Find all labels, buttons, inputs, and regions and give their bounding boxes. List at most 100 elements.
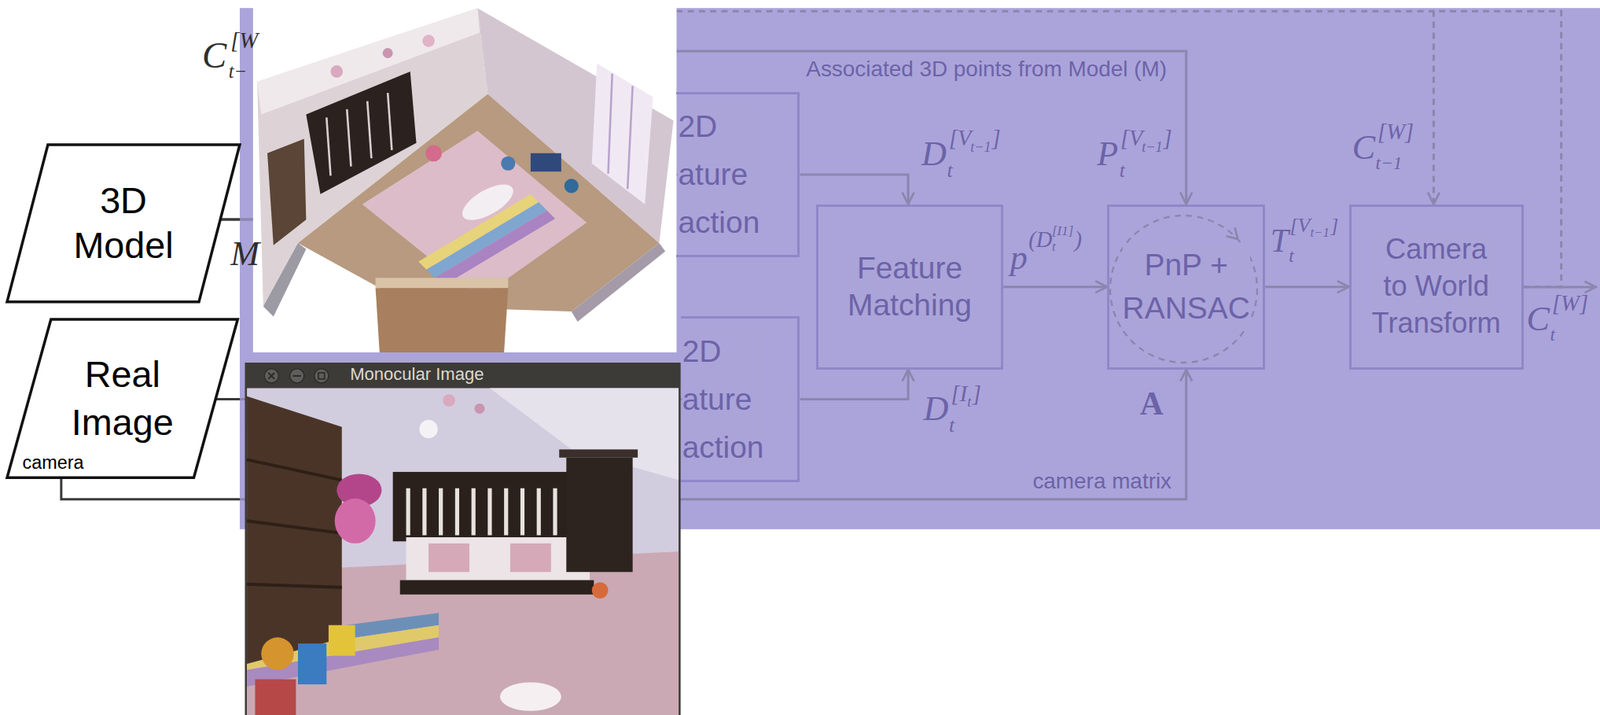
window-minimize-mark (292, 375, 301, 377)
label-slot: t−1 (1309, 226, 1330, 240)
toy-table (530, 153, 562, 172)
parallelogram-outline (7, 144, 240, 302)
label-slot: [I1] (1051, 224, 1074, 239)
parallelogram-shape (7, 319, 238, 478)
process-box: Camera to World Transform (1349, 204, 1524, 370)
label-slot: t−1 (1375, 154, 1402, 173)
label-slot: ] (972, 382, 982, 406)
photo-crib-slat (487, 488, 492, 536)
curtain-fold (627, 85, 633, 189)
window-close-mark (268, 372, 275, 379)
wall-decal (330, 65, 343, 78)
math-symbol: t (967, 393, 972, 410)
label-slot: ) (1074, 228, 1083, 252)
math-symbol: (D (1028, 227, 1052, 252)
input-parallelogram: Real Imagecamera (7, 319, 238, 478)
label-slot: C (1352, 130, 1376, 166)
node-label: PnP + RANSAC (1122, 243, 1251, 330)
photo-drawer-line (246, 459, 343, 480)
edge-label-slot: Associated 3D points from Model (M) (805, 58, 1167, 81)
math-symbol: t−1 (970, 139, 991, 155)
photo-crib-slat (503, 488, 508, 536)
math-symbol: [V (1289, 213, 1310, 237)
math-symbol: C (1526, 299, 1550, 339)
photo-bedding (406, 537, 591, 581)
text-slot: 2D ature action (682, 327, 765, 471)
text-slot: camera (22, 452, 85, 474)
math-symbol: [V (1120, 125, 1144, 151)
math-symbol: ] (1163, 125, 1173, 151)
math-symbol: ) (1074, 227, 1083, 252)
node-note: camera (22, 452, 85, 474)
math-symbol: [W] (1552, 290, 1589, 316)
window-frame (244, 362, 681, 715)
math-symbol: t− (228, 60, 247, 82)
label-slot: D (921, 136, 947, 172)
label-slot: D (923, 391, 949, 427)
render-ground (253, 3, 677, 353)
window-minimize-button (290, 368, 305, 383)
photo-crib-slat (406, 488, 411, 536)
photo-crib-slat (520, 488, 525, 536)
label-slot: t (948, 415, 955, 436)
label-slot: t (946, 160, 953, 181)
photo-rug-bunny (500, 681, 562, 710)
math-symbol: P (1096, 134, 1119, 173)
label-slot: [W] (1552, 292, 1589, 316)
label-slot: t (967, 394, 972, 409)
math-symbol: t−1 (1141, 139, 1163, 155)
rug-bunny (456, 176, 519, 227)
math-symbol: t−1 (1309, 224, 1330, 240)
front-left-wall (263, 242, 307, 317)
process-box: Feature Matching (816, 204, 1004, 370)
photo-crib-slat (471, 488, 476, 536)
math-symbol: [W] (1377, 119, 1414, 144)
process-box: PnP + RANSAC (1107, 204, 1266, 370)
photo-crib-slat (537, 488, 541, 536)
label-slot: [V (948, 127, 972, 151)
window-title: Monocular Image (349, 364, 484, 384)
photo-toy (261, 636, 295, 670)
math-symbol: t (948, 413, 955, 437)
label-slot: t−1 (970, 139, 991, 155)
photo-mobile (419, 419, 438, 438)
toy (425, 144, 442, 162)
photo-bedding-patch (428, 543, 470, 572)
node-label: 2D ature action (682, 327, 765, 471)
photo-toy (297, 643, 327, 685)
label-slot: ] (1163, 127, 1173, 151)
curtain (592, 63, 654, 205)
math-symbol: t (1119, 158, 1126, 182)
node-label: 2D ature action (677, 102, 760, 247)
math-symbol: t (1549, 323, 1556, 345)
math-symbol: t−1 (1375, 152, 1402, 173)
text-slot: 3D Model (73, 178, 173, 269)
math-symbol: [I (951, 381, 968, 406)
wall-decal (382, 47, 394, 59)
front-pillar-top (375, 277, 509, 288)
label-slot: C (202, 36, 227, 74)
math-symbol: ] (991, 125, 1001, 151)
photo-drawer-line (246, 584, 343, 588)
math-symbol: t (1051, 239, 1056, 254)
rug (362, 130, 588, 298)
crib-slat (387, 92, 392, 151)
photo-wall-decal (474, 403, 485, 414)
photo-cabinet-top (559, 448, 638, 457)
photo-plush (334, 498, 376, 544)
front-right-wall (571, 242, 666, 322)
point-cloud-render (253, 3, 677, 353)
math-symbol: D (923, 389, 949, 428)
label-slot: p (1010, 240, 1028, 276)
label-slot: T (1270, 224, 1289, 258)
window-close-button (264, 368, 279, 383)
process-box: 2D ature action (680, 316, 801, 482)
label-slot: [I (951, 382, 968, 406)
wall-decal (422, 34, 435, 48)
label-slot: t (1549, 325, 1556, 344)
node-label: Feature Matching (847, 250, 972, 324)
text-slot: 2D ature action (677, 102, 760, 247)
